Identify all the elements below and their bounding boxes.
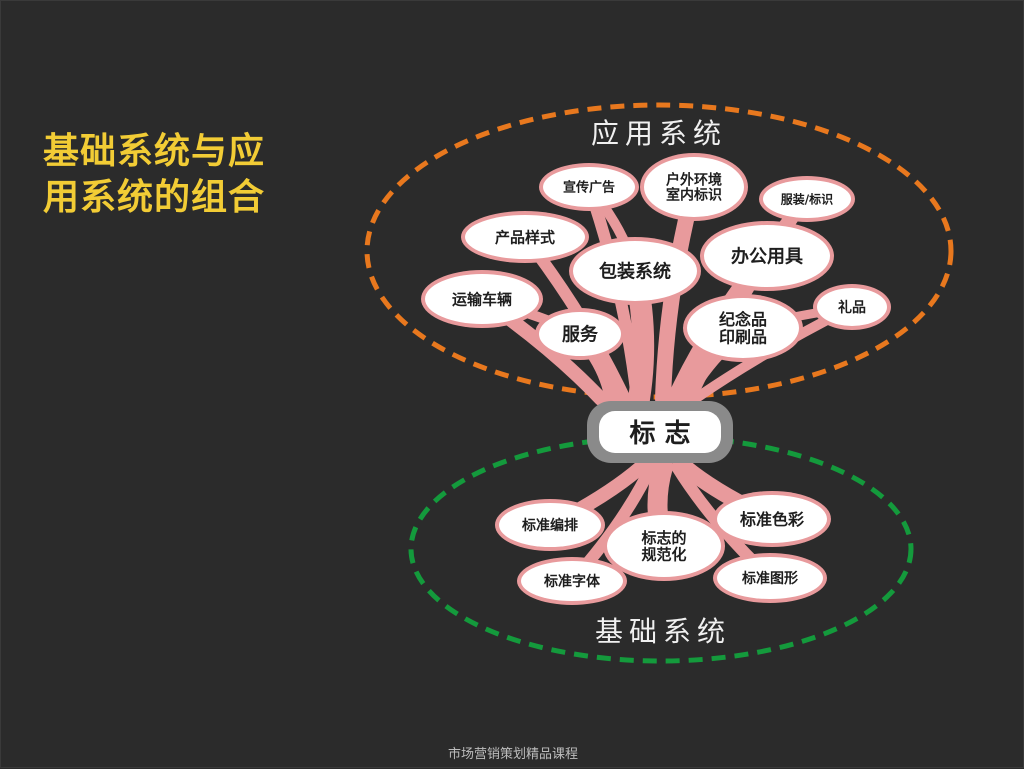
node-fill (521, 561, 623, 601)
node-label: 户外环境 (666, 171, 722, 188)
node-fill (817, 288, 887, 326)
node-bianpai: 标准编排 (495, 499, 605, 551)
node-fuwu: 服务 (535, 308, 625, 360)
node-fill (499, 503, 601, 547)
node-bangong: 办公用具 (700, 221, 834, 291)
node-fill (465, 215, 585, 259)
diagram-nodes: 宣传广告户外环境室内标识服装/标识产品样式包装系统办公用具运输车辆服务纪念品印刷… (421, 153, 891, 605)
node-fill (425, 274, 539, 324)
node-tuxing: 标准图形 (713, 553, 827, 603)
node-yunshu: 运输车辆 (421, 270, 543, 328)
node-xuanchuan: 宣传广告 (539, 163, 639, 211)
slide-title: 基础系统与应 用系统的组合 (43, 129, 303, 221)
node-label: 规范化 (641, 546, 686, 564)
node-label: 运输车辆 (452, 290, 512, 308)
node-fill (717, 557, 823, 599)
node-label: 标准色彩 (739, 510, 804, 529)
node-fill (607, 515, 721, 577)
node-label: 纪念品 (719, 310, 767, 329)
node-label: 标准字体 (543, 573, 601, 590)
node-label: 包装系统 (599, 260, 671, 282)
node-label: 印刷品 (719, 328, 767, 347)
node-fill (539, 312, 621, 356)
center-node: 标 志 (587, 401, 733, 463)
node-fill (644, 157, 744, 217)
center-fill (599, 411, 721, 453)
node-fill (717, 495, 827, 543)
node-label: 服务 (562, 323, 599, 345)
basic-system-label: 基础系统 (595, 615, 731, 648)
application-system-label: 应用系统 (591, 117, 727, 150)
node-fuzhuang: 服装/标识 (759, 176, 855, 222)
node-label: 服装/标识 (781, 191, 833, 206)
node-lipin: 礼品 (813, 284, 891, 330)
node-label: 礼品 (838, 299, 866, 316)
node-fill (573, 241, 697, 301)
title-line-2: 用系统的组合 (43, 177, 266, 218)
node-label: 标志的 (640, 529, 686, 547)
node-ziti: 标准字体 (517, 557, 627, 605)
node-fill (704, 225, 830, 287)
node-label: 办公用具 (731, 245, 803, 267)
node-fill (763, 180, 851, 218)
footer-text: 市场营销策划精品课程 (447, 747, 578, 762)
node-secai: 标准色彩 (713, 491, 831, 547)
node-label: 室内标识 (666, 187, 722, 204)
node-fill (543, 167, 635, 207)
node-label: 产品样式 (495, 228, 555, 246)
node-baozhuang: 包装系统 (569, 237, 701, 305)
node-chanpin: 产品样式 (461, 211, 589, 263)
title-line-1: 基础系统与应 (43, 131, 266, 172)
center-label: 标 志 (629, 419, 690, 449)
node-fill (687, 298, 799, 358)
node-label: 标准编排 (521, 517, 578, 534)
node-label: 宣传广告 (563, 180, 615, 196)
node-label: 标准图形 (741, 570, 798, 587)
